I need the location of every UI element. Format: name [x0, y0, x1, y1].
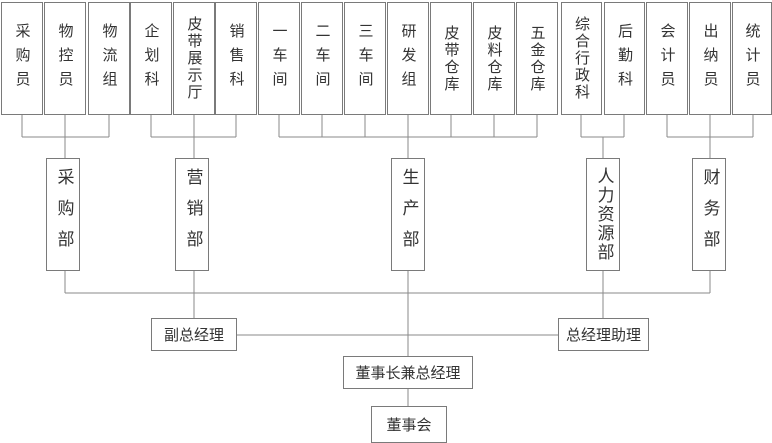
- dept-production: 生产部: [391, 158, 425, 271]
- unit-leather-warehouse: 皮料仓库: [473, 2, 515, 115]
- dept-purchasing: 采购部: [46, 158, 80, 271]
- unit-workshop-2: 二车间: [301, 2, 343, 115]
- unit-planning-section: 企划科: [130, 2, 172, 115]
- unit-logistics-support: 后勤科: [604, 2, 645, 115]
- unit-workshop-1: 一车间: [258, 2, 300, 115]
- unit-statistician: 统计员: [732, 2, 772, 115]
- unit-belt-showroom: 皮带展示厅: [173, 2, 215, 115]
- unit-logistics-team: 物流组: [88, 2, 130, 115]
- unit-rnd-team: 研发组: [387, 2, 429, 115]
- unit-purchaser: 采购员: [1, 2, 43, 115]
- unit-material-controller: 物控员: [44, 2, 86, 115]
- unit-admin-section: 综合行政科: [561, 2, 602, 115]
- unit-sales-section: 销售科: [215, 2, 257, 115]
- unit-accountant: 会计员: [646, 2, 688, 115]
- dept-human-resources: 人力资源部: [586, 158, 620, 271]
- general-manager-assistant: 总经理助理: [558, 318, 649, 351]
- deputy-general-manager: 副总经理: [151, 318, 237, 351]
- unit-hardware-warehouse: 五金仓库: [516, 2, 558, 115]
- unit-belt-warehouse: 皮带仓库: [430, 2, 472, 115]
- dept-marketing: 营销部: [175, 158, 209, 271]
- board-of-directors: 董事会: [371, 406, 447, 443]
- unit-workshop-3: 三车间: [344, 2, 386, 115]
- chairman-general-manager: 董事长兼总经理: [343, 356, 473, 389]
- unit-cashier: 出纳员: [689, 2, 731, 115]
- dept-finance: 财务部: [692, 158, 726, 271]
